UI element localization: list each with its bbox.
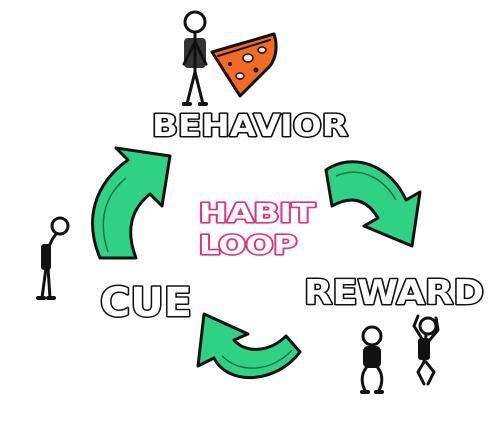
stick-figure-icon bbox=[360, 325, 384, 394]
label-cue: CUE bbox=[100, 280, 192, 326]
stick-figure-icon bbox=[182, 10, 208, 106]
cycle-arrow-icon bbox=[324, 160, 422, 248]
pizza-slice-icon bbox=[210, 32, 278, 98]
cycle-arrow-icon bbox=[91, 146, 172, 260]
center-title-habit: HABIT bbox=[199, 199, 315, 229]
label-reward: REWARD bbox=[304, 273, 484, 313]
stick-figure-icon bbox=[412, 314, 440, 386]
label-behavior: BEHAVIOR bbox=[152, 109, 348, 144]
center-title-loop: LOOP bbox=[199, 231, 297, 261]
cycle-arrow-icon bbox=[196, 312, 302, 380]
stick-figure-icon bbox=[36, 216, 70, 300]
